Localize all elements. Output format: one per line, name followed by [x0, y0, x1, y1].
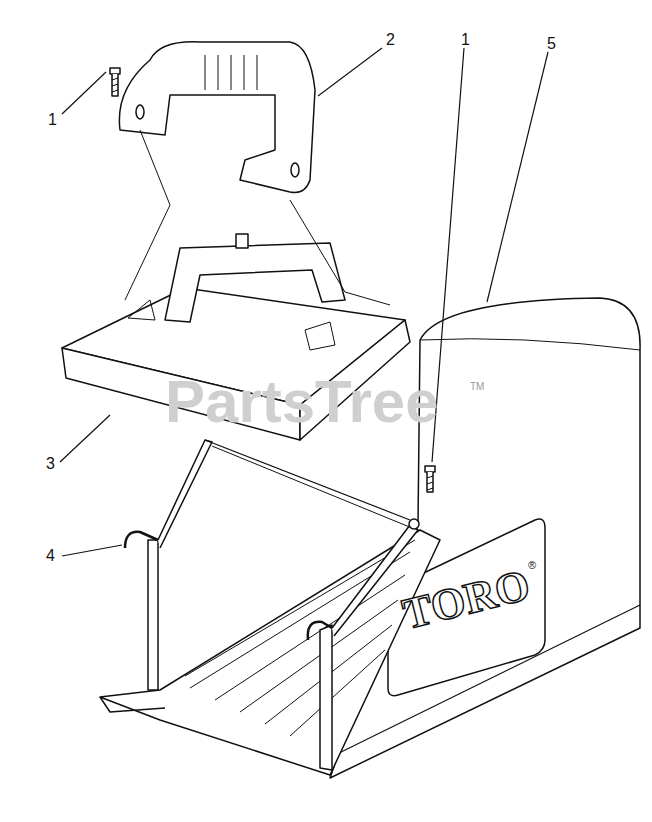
handle-grip	[119, 42, 315, 193]
callout-number: 4	[46, 548, 55, 564]
screw	[425, 466, 435, 492]
frame-rail	[158, 440, 212, 548]
callout-number: 3	[46, 456, 55, 472]
callout-number: 2	[386, 32, 395, 48]
frame-post	[320, 625, 332, 770]
callout-number: 1	[461, 32, 470, 48]
callout-number: 5	[547, 36, 556, 52]
screw	[110, 68, 120, 96]
watermark: PartsTree	[165, 372, 439, 432]
callout-number: 1	[48, 112, 57, 128]
frame-post	[148, 540, 158, 690]
explode-line	[125, 130, 390, 305]
trademark: TM	[470, 382, 484, 392]
registered-mark: ®	[528, 560, 536, 571]
handle-base	[165, 243, 345, 322]
leader-line	[60, 48, 548, 556]
